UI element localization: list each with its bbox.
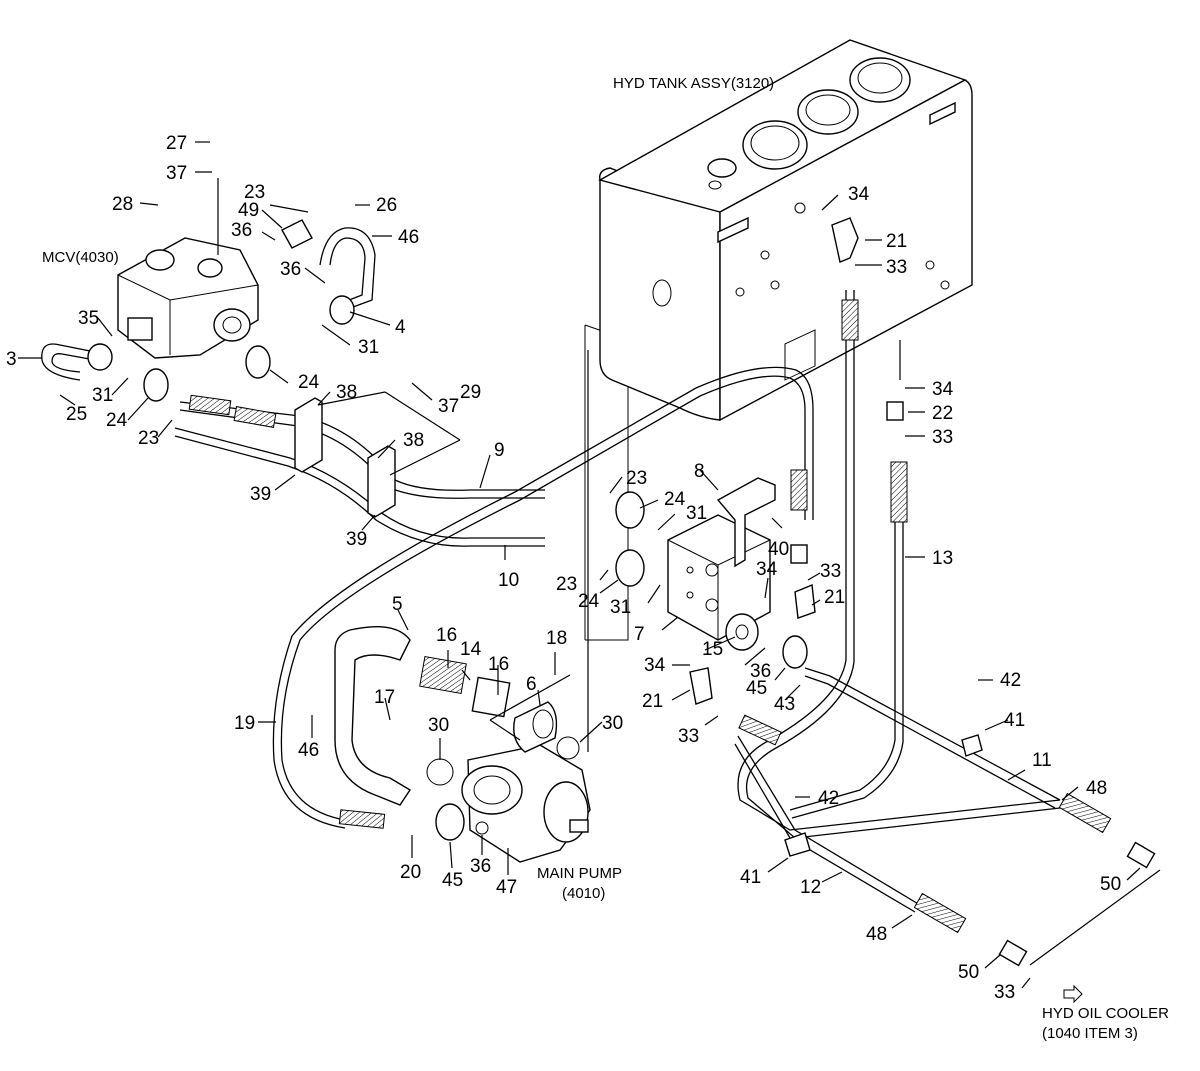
callout: 28 — [112, 194, 133, 215]
main-control-valve — [117, 237, 259, 359]
callout: 24 — [664, 489, 686, 510]
callout: 40 — [768, 539, 789, 560]
callout: 31 — [358, 337, 379, 358]
callout: 7 — [634, 624, 645, 645]
callout: 8 — [694, 461, 705, 482]
callout: 33 — [678, 726, 699, 747]
callout: 21 — [886, 231, 907, 252]
callout: 36 — [280, 259, 301, 280]
hyd-oil-cooler-label: HYD OIL COOLER — [1042, 1005, 1169, 1022]
callout: 3 — [6, 349, 17, 370]
callout: 43 — [774, 694, 795, 715]
main-pump — [461, 744, 591, 863]
callout: 15 — [702, 639, 723, 660]
callout: 18 — [546, 628, 567, 649]
callout: 36 — [231, 220, 252, 241]
callout: 6 — [526, 674, 537, 695]
callout: 49 — [238, 200, 259, 221]
callout: 21 — [824, 587, 845, 608]
callout: 50 — [958, 962, 979, 983]
callout: 10 — [498, 570, 519, 591]
callout: 33 — [886, 257, 907, 278]
callout: 48 — [866, 924, 887, 945]
hose-crimp-sleeves — [188, 299, 1112, 934]
callout: 42 — [818, 788, 839, 809]
callout: 41 — [1004, 710, 1025, 731]
callout: 33 — [932, 427, 953, 448]
callout-numbers: 27 37 28 23 26 49 36 46 36 35 4 3 31 31 … — [6, 133, 1121, 1003]
fittings-and-clamps — [87, 217, 1156, 1004]
callout: 31 — [610, 597, 631, 618]
callout: 23 — [626, 468, 647, 489]
callout: 35 — [78, 308, 99, 329]
callout: 34 — [932, 379, 954, 400]
main-pump-ref-label: (4010) — [562, 885, 605, 902]
callout: 34 — [848, 184, 870, 205]
callout: 31 — [686, 503, 707, 524]
callout: 23 — [244, 182, 265, 203]
callout: 41 — [740, 867, 761, 888]
mcv-label: MCV(4030) — [42, 249, 119, 266]
callout: 25 — [66, 404, 87, 425]
callout: 14 — [460, 639, 482, 660]
callout: 30 — [428, 715, 449, 736]
callout: 4 — [395, 317, 406, 338]
tank-lids — [707, 57, 956, 190]
main-pump-label: MAIN PUMP — [537, 865, 622, 882]
arrow-right-outline-icon — [1063, 984, 1083, 1004]
callout: 37 — [438, 396, 459, 417]
callout: 34 — [644, 655, 666, 676]
callout: 23 — [138, 428, 159, 449]
callout: 16 — [488, 654, 509, 675]
callout: 36 — [750, 661, 771, 682]
callout: 47 — [496, 877, 517, 898]
callout: 33 — [994, 982, 1015, 1003]
hyd-oil-cooler-ref-label: (1040 ITEM 3) — [1042, 1025, 1138, 1042]
callout: 11 — [1032, 750, 1052, 771]
callout: 38 — [336, 382, 357, 403]
callout: 24 — [298, 372, 320, 393]
callout: 19 — [234, 713, 255, 734]
callout: 48 — [1086, 778, 1107, 799]
callout: 39 — [346, 529, 367, 550]
callout: 45 — [442, 870, 463, 891]
callout: 42 — [1000, 670, 1021, 691]
callout: 9 — [494, 440, 505, 461]
callout: 30 — [602, 713, 623, 734]
callout: 38 — [403, 430, 424, 451]
callout: 16 — [436, 625, 457, 646]
callout: 26 — [376, 195, 397, 216]
callout: 17 — [374, 687, 395, 708]
callout: 27 — [166, 133, 187, 154]
callout: 31 — [92, 385, 113, 406]
callout: 46 — [298, 740, 319, 761]
callout: 13 — [932, 548, 953, 569]
callout: 5 — [392, 594, 403, 615]
callout: 50 — [1100, 874, 1121, 895]
callout: 24 — [578, 591, 600, 612]
callout: 23 — [556, 574, 577, 595]
callout: 20 — [400, 862, 421, 883]
assembly-labels: HYD TANK ASSY(3120) MCV(4030) MAIN PUMP … — [42, 75, 1169, 1042]
callout: 24 — [106, 410, 128, 431]
callout: 29 — [460, 382, 481, 403]
callout: 34 — [756, 559, 778, 580]
leader-lines — [18, 141, 1161, 989]
hyd-tank-label: HYD TANK ASSY(3120) — [613, 75, 774, 92]
callout: 36 — [470, 856, 491, 877]
callout: 45 — [746, 678, 767, 699]
callout: 37 — [166, 163, 187, 184]
callout: 21 — [642, 691, 663, 712]
callout: 22 — [932, 403, 953, 424]
callout: 33 — [820, 561, 841, 582]
callout: 46 — [398, 227, 419, 248]
callout: 39 — [250, 484, 271, 505]
callout: 12 — [800, 877, 821, 898]
